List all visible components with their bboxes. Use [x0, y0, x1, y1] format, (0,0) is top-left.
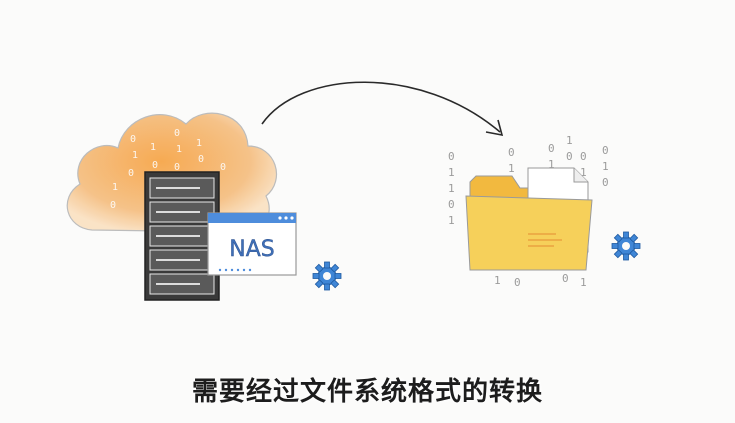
nas-window-icon: NAS	[208, 213, 296, 275]
svg-text:1: 1	[580, 276, 587, 289]
svg-text:0: 0	[174, 128, 180, 139]
svg-text:0: 0	[198, 154, 204, 165]
svg-text:0: 0	[508, 146, 515, 159]
svg-text:0: 0	[566, 150, 573, 163]
svg-text:0: 0	[152, 160, 158, 171]
svg-text:1: 1	[566, 134, 573, 147]
svg-text:0: 0	[448, 198, 455, 211]
curved-arrow-icon	[262, 82, 502, 135]
svg-text:1: 1	[132, 150, 138, 161]
svg-text:0: 0	[110, 200, 116, 211]
nas-label: NAS	[229, 237, 274, 262]
svg-text:1: 1	[494, 274, 501, 287]
gear-icon	[612, 232, 640, 260]
svg-text:1: 1	[448, 166, 455, 179]
svg-text:1: 1	[150, 142, 156, 153]
svg-text:0: 0	[562, 272, 569, 285]
svg-text:0: 0	[580, 150, 587, 163]
svg-text:0: 0	[128, 168, 134, 179]
subtitle-caption: 需要经过文件系统格式的转换	[0, 371, 735, 408]
svg-text:0: 0	[130, 134, 136, 145]
svg-text:1: 1	[196, 138, 202, 149]
gear-icon	[313, 262, 341, 290]
svg-text:1: 1	[602, 160, 609, 173]
svg-text:0: 0	[602, 144, 609, 157]
svg-text:1: 1	[508, 162, 515, 175]
svg-text:1: 1	[176, 144, 182, 155]
svg-text:0: 0	[448, 150, 455, 163]
svg-text:0: 0	[548, 142, 555, 155]
svg-text:1: 1	[112, 182, 118, 193]
svg-text:1: 1	[448, 182, 455, 195]
svg-text:0: 0	[602, 176, 609, 189]
svg-text:0: 0	[514, 276, 521, 289]
svg-text:0: 0	[220, 162, 226, 173]
folder-icon	[466, 168, 592, 270]
svg-text:1: 1	[448, 214, 455, 227]
